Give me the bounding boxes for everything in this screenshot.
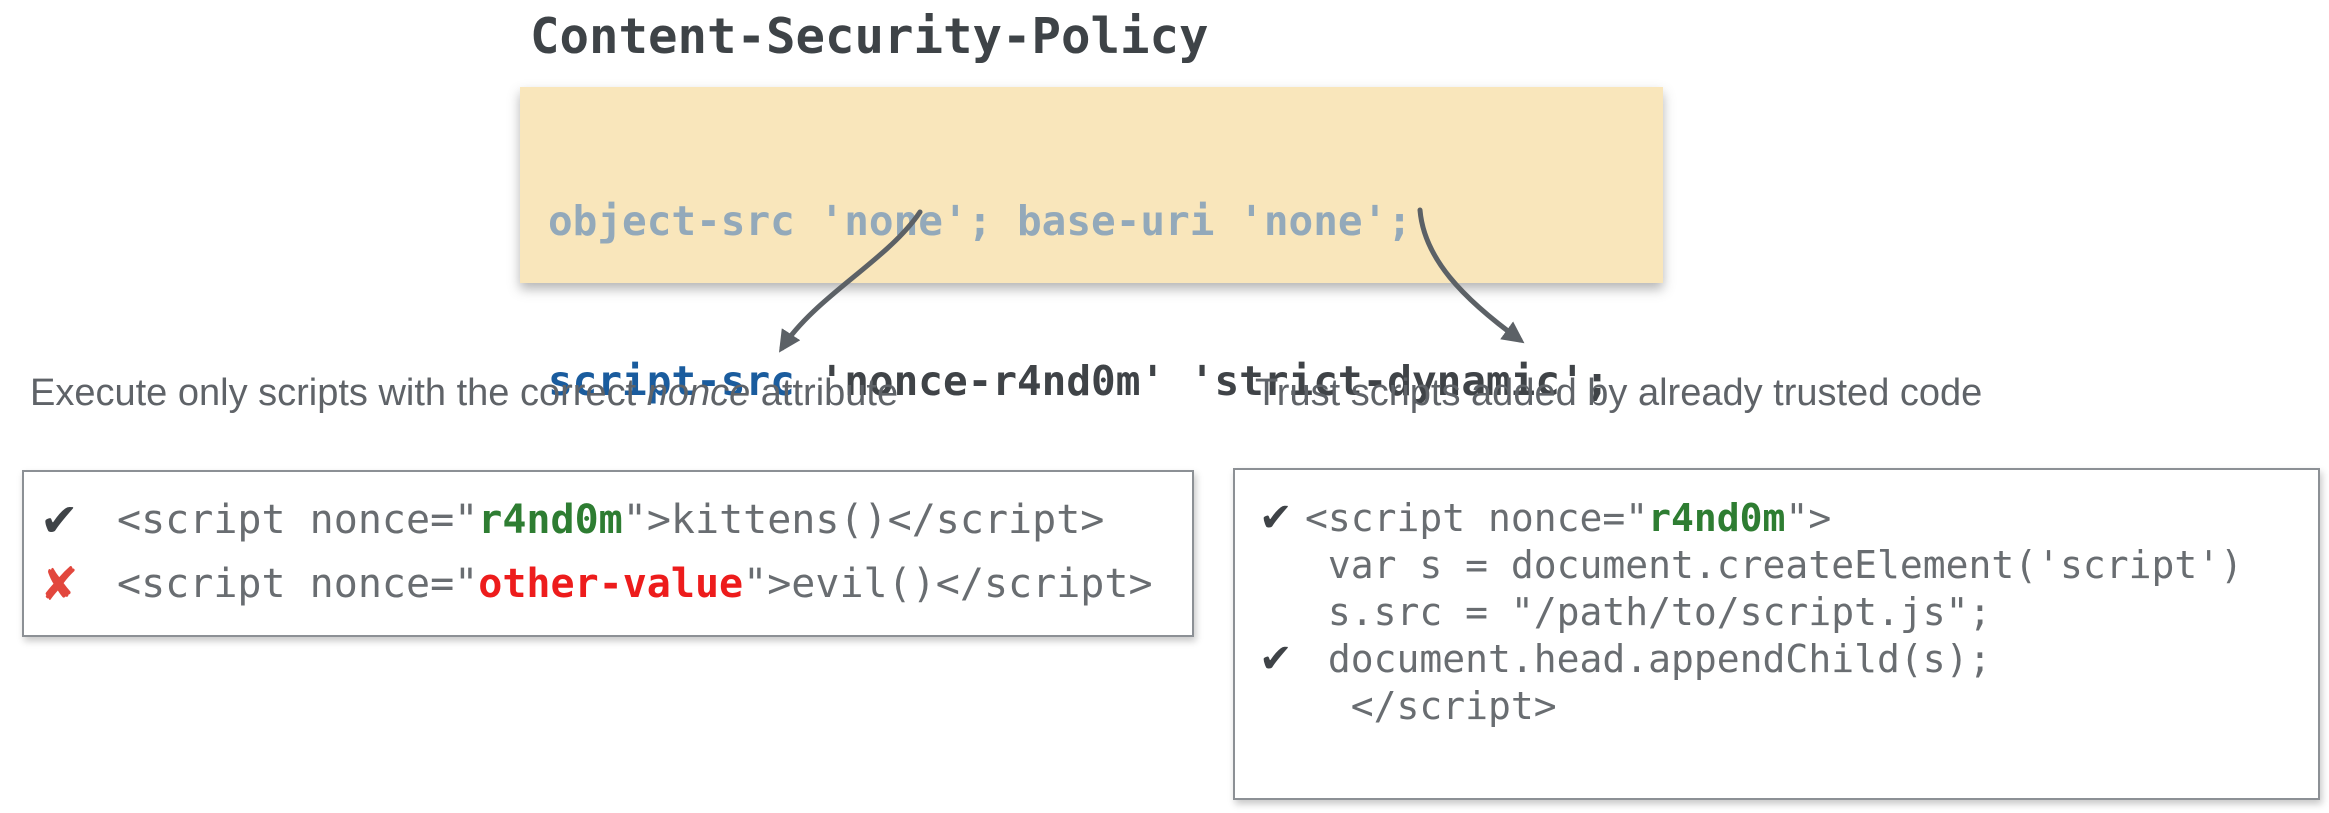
code-text: s.src = "/path/to/script.js"; <box>1305 589 1992 634</box>
code-text: document.head.appendChild(s); <box>1305 636 1992 681</box>
code-text: var s = document.createElement('script') <box>1305 542 2243 587</box>
csp-policy-box: object-src 'none'; base-uri 'none'; scri… <box>520 87 1663 405</box>
code-text: <script nonce="r4nd0m"> <box>1305 496 1831 540</box>
code-text: <script nonce="r4nd0m">kittens()</script… <box>117 497 1104 543</box>
cross-icon: ✘ <box>40 557 79 611</box>
trusted-code-example-box: ✔ <script nonce="r4nd0m"> var s = docume… <box>1233 468 2320 800</box>
page-title: Content-Security-Policy <box>530 8 1209 65</box>
valid-nonce-value: r4nd0m <box>478 497 623 543</box>
code-segment: <script nonce=" <box>117 497 479 543</box>
code-line: ✔ <script nonce="r4nd0m"> <box>1259 494 2318 541</box>
caption-emphasis: nonce <box>646 372 751 414</box>
script-src-directive: script-src <box>548 357 795 405</box>
code-text: <script nonce="other-value">evil()</scri… <box>117 561 1153 607</box>
code-text: </script> <box>1305 683 1557 728</box>
policy-muted-text: object-src 'none'; base-uri 'none'; <box>548 197 1412 245</box>
valid-nonce-value: r4nd0m <box>1648 495 1786 540</box>
code-line: ✔ document.head.appendChild(s); <box>1259 635 2318 682</box>
policy-line-script-src: script-src 'nonce-r4nd0m' 'strict-dynami… <box>548 349 1635 413</box>
policy-line-object-src: object-src 'none'; base-uri 'none'; <box>548 189 1635 253</box>
code-line: ✘ <script nonce="other-value">evil()</sc… <box>40 552 1192 616</box>
code-line: var s = document.createElement('script') <box>1259 541 2318 588</box>
code-segment: ">evil()</script> <box>743 561 1153 607</box>
code-line: </script> <box>1259 682 2318 729</box>
caption-text: Trust scripts added by already trusted c… <box>1255 372 1983 414</box>
code-segment: "> <box>1785 495 1832 540</box>
caption-text: attribute <box>750 372 899 414</box>
caption-text: Execute only scripts with the correct <box>30 372 647 414</box>
code-line: ✔ <script nonce="r4nd0m">kittens()</scri… <box>40 488 1192 552</box>
check-icon: ✔ <box>1259 494 1293 541</box>
code-segment: ">kittens()</script> <box>622 497 1105 543</box>
invalid-nonce-value: other-value <box>478 561 744 607</box>
code-line: s.src = "/path/to/script.js"; <box>1259 588 2318 635</box>
check-icon: ✔ <box>1259 635 1293 682</box>
nonce-caption: Execute only scripts with the correct no… <box>30 372 898 415</box>
code-segment: <script nonce=" <box>117 561 479 607</box>
strict-dynamic-caption: Trust scripts added by already trusted c… <box>1255 372 1982 415</box>
code-segment: <script nonce=" <box>1305 495 1649 540</box>
nonce-example-box: ✔ <script nonce="r4nd0m">kittens()</scri… <box>22 470 1194 637</box>
check-icon: ✔ <box>40 493 79 547</box>
script-src-values: 'nonce-r4nd0m' 'strict-dynamic'; <box>794 357 1610 405</box>
